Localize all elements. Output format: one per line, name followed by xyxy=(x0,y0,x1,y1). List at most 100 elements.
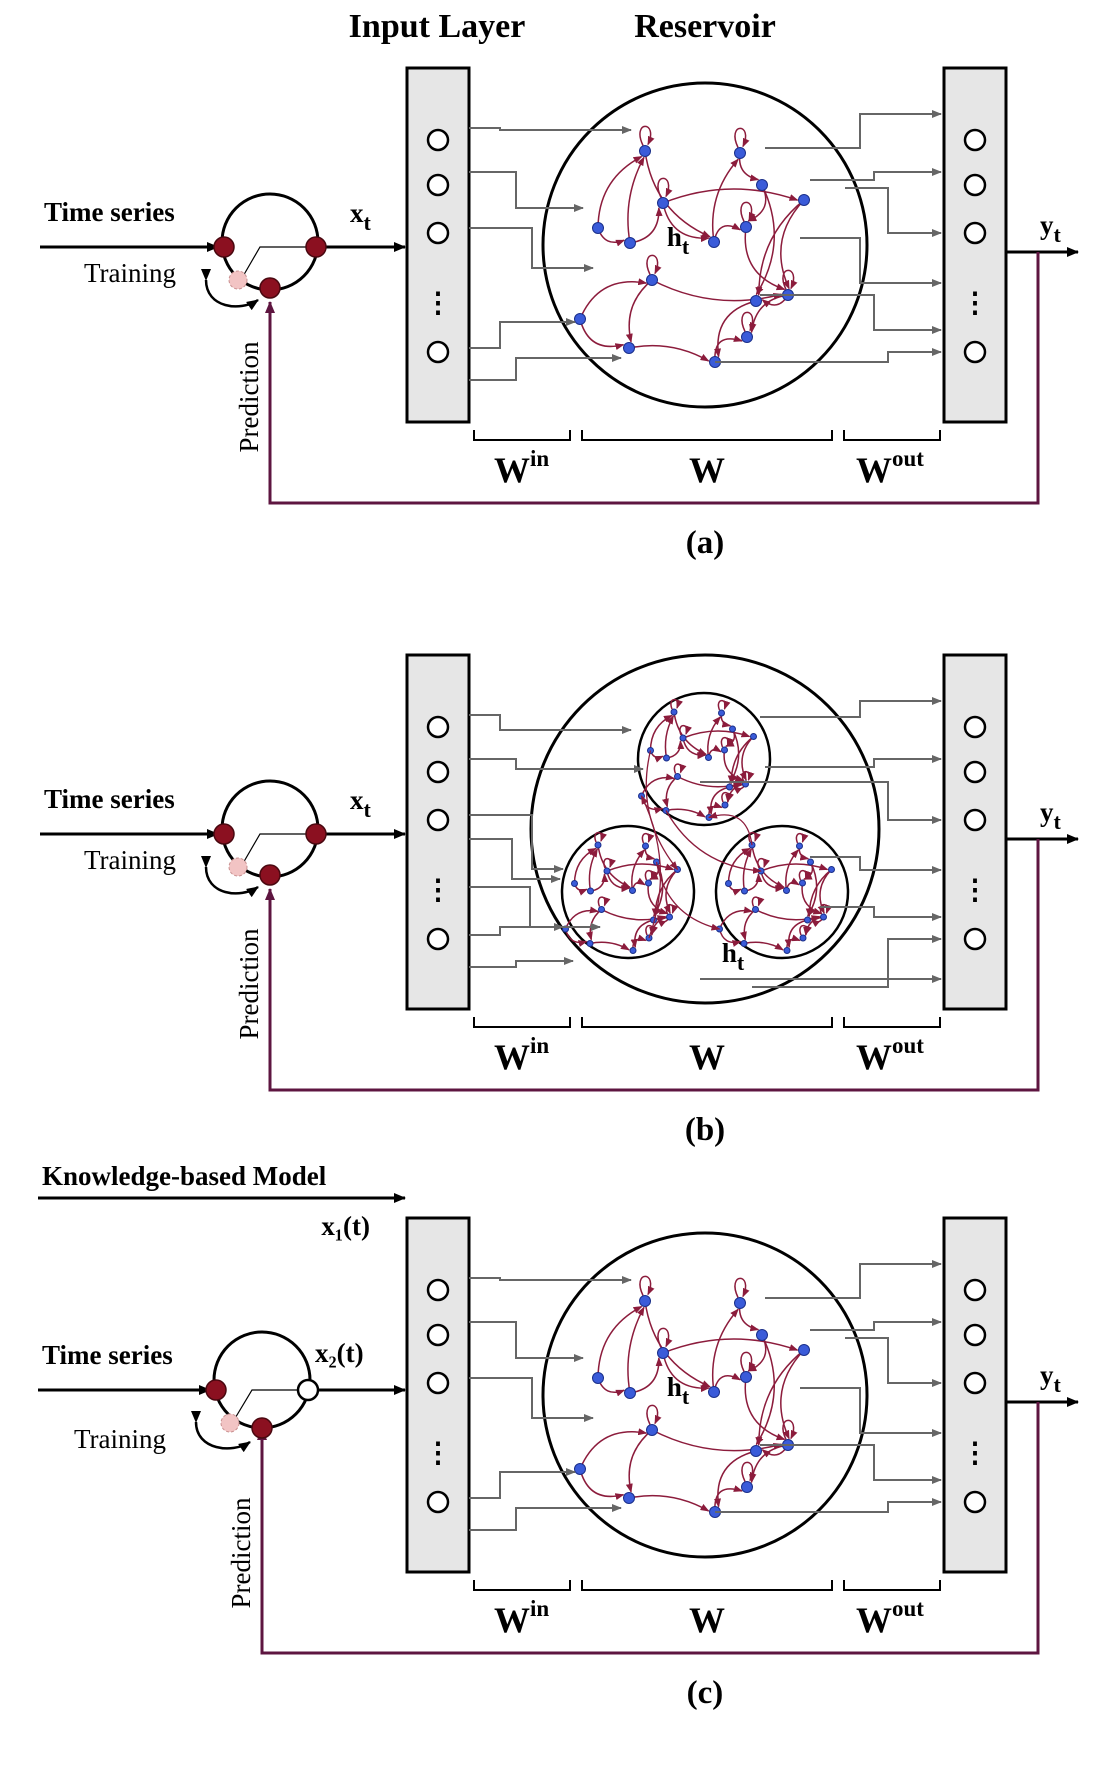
reservoir-node xyxy=(741,1481,753,1493)
reservoir-node xyxy=(750,1445,762,1457)
reservoir-self-loop xyxy=(657,1327,673,1348)
knowledge-model-label: Knowledge-based Model xyxy=(42,1161,327,1191)
reservoir-network xyxy=(574,125,810,368)
sub-top-node xyxy=(705,754,712,761)
reservoir-node xyxy=(798,194,810,206)
w-in-bracket xyxy=(473,430,571,441)
h-t-label: ht xyxy=(667,1372,690,1409)
sub-top-edge xyxy=(677,775,743,790)
w-out-arrow xyxy=(760,1444,942,1484)
reservoir-node xyxy=(646,1424,658,1436)
reservoir-node xyxy=(623,1492,635,1504)
reservoir-node xyxy=(708,1386,720,1398)
h-t-label-script: t xyxy=(682,234,690,259)
w-out-label-script: out xyxy=(892,1033,924,1058)
reservoir-edge xyxy=(780,1349,805,1440)
w-out-label: Wout xyxy=(856,1596,924,1640)
reservoir-edge xyxy=(755,199,805,297)
w-out-arrow xyxy=(800,1387,942,1437)
sub-left-edge xyxy=(588,848,599,892)
reservoir-node xyxy=(623,342,635,354)
w-out-arrow xyxy=(765,755,942,768)
sub-right-self-loop xyxy=(799,924,812,936)
input-layer-box xyxy=(405,1216,471,1574)
reservoir-self-loop xyxy=(734,1277,750,1298)
reservoir-node xyxy=(657,1347,669,1359)
w-bracket xyxy=(581,1017,833,1028)
reservoir-self-loop xyxy=(741,311,757,332)
sub-right-node xyxy=(820,913,827,921)
sub-top-edge xyxy=(739,735,755,781)
h-t-label-main: h xyxy=(722,938,737,968)
sub-top-self-loop xyxy=(741,770,755,782)
w-out-label: Wout xyxy=(856,446,924,490)
input-neuron xyxy=(426,340,450,364)
reservoir-self-loop xyxy=(646,1404,662,1425)
cross-edge xyxy=(655,861,721,931)
w-out-arrow xyxy=(800,237,942,287)
sub-right-edge xyxy=(718,906,753,930)
w-label: W xyxy=(689,1600,725,1640)
sub-right-node xyxy=(725,880,732,887)
sub-left-edge xyxy=(631,849,646,891)
sub-top-edge xyxy=(729,728,740,784)
output-neuron xyxy=(963,1323,987,1347)
input-neuron xyxy=(426,808,450,832)
input-neuron xyxy=(426,715,450,739)
w-in-label-script: in xyxy=(530,1596,549,1621)
training-toggle-arrow xyxy=(200,855,259,898)
w-out-arrow xyxy=(760,294,942,334)
w-in-bracket xyxy=(473,1580,571,1591)
sub-left-node xyxy=(594,841,602,849)
output-layer-box xyxy=(942,653,1008,1011)
sub-top-self-loop xyxy=(721,791,734,803)
sub-left-node xyxy=(571,880,578,887)
sub-right-node xyxy=(783,887,790,894)
sub-right-edge xyxy=(785,849,800,891)
reservoir-node xyxy=(639,145,651,157)
sub-top-self-loop xyxy=(670,698,683,710)
reservoir-node xyxy=(756,179,768,191)
h-t-label: ht xyxy=(667,222,690,259)
x-t-label-main: x xyxy=(350,198,364,228)
output-ellipsis: ⋮ xyxy=(961,875,989,906)
reservoir-self-loop xyxy=(741,1461,757,1482)
training-toggle-arrow xyxy=(190,1410,251,1453)
y-t-label-script: t xyxy=(1054,1372,1062,1397)
reservoir-edge xyxy=(744,1376,786,1441)
input-neuron xyxy=(426,927,450,951)
output-layer-box xyxy=(942,1216,1008,1574)
w-in-arrow xyxy=(469,838,561,883)
reservoir-edge xyxy=(662,188,799,204)
input-ellipsis: ⋮ xyxy=(424,875,452,906)
sub-left-self-loop xyxy=(645,924,658,936)
w-bracket xyxy=(581,430,833,441)
w-in-label-main: W xyxy=(494,450,530,490)
w-in-label: Win xyxy=(494,1033,549,1077)
reservoir-edge xyxy=(662,1338,799,1354)
switch-training-node xyxy=(220,1413,240,1433)
sub-left-edge xyxy=(564,906,599,930)
switch-input-node xyxy=(213,823,235,845)
w-out-arrow xyxy=(845,1337,942,1387)
reservoir-edge xyxy=(711,158,739,243)
switch-blade xyxy=(241,833,306,866)
sub-right-self-loop xyxy=(798,869,812,881)
reservoir-self-loop xyxy=(639,125,655,146)
cross-edge xyxy=(640,795,662,939)
w-in-arrow xyxy=(469,758,644,773)
output-neuron xyxy=(963,1278,987,1302)
sub-right-node xyxy=(783,947,791,954)
reservoir-edge xyxy=(628,1494,710,1512)
w-in-arrow xyxy=(469,354,622,381)
reservoir-node xyxy=(734,1297,746,1309)
reservoir-node xyxy=(646,274,658,286)
w-out-arrow xyxy=(752,935,942,988)
switch-blade xyxy=(233,1389,298,1421)
sub-left-edge xyxy=(606,863,675,872)
x2-label: x₂(t) xyxy=(315,1338,364,1368)
h-t-label: ht xyxy=(722,938,745,975)
sub-right-node xyxy=(828,866,835,873)
